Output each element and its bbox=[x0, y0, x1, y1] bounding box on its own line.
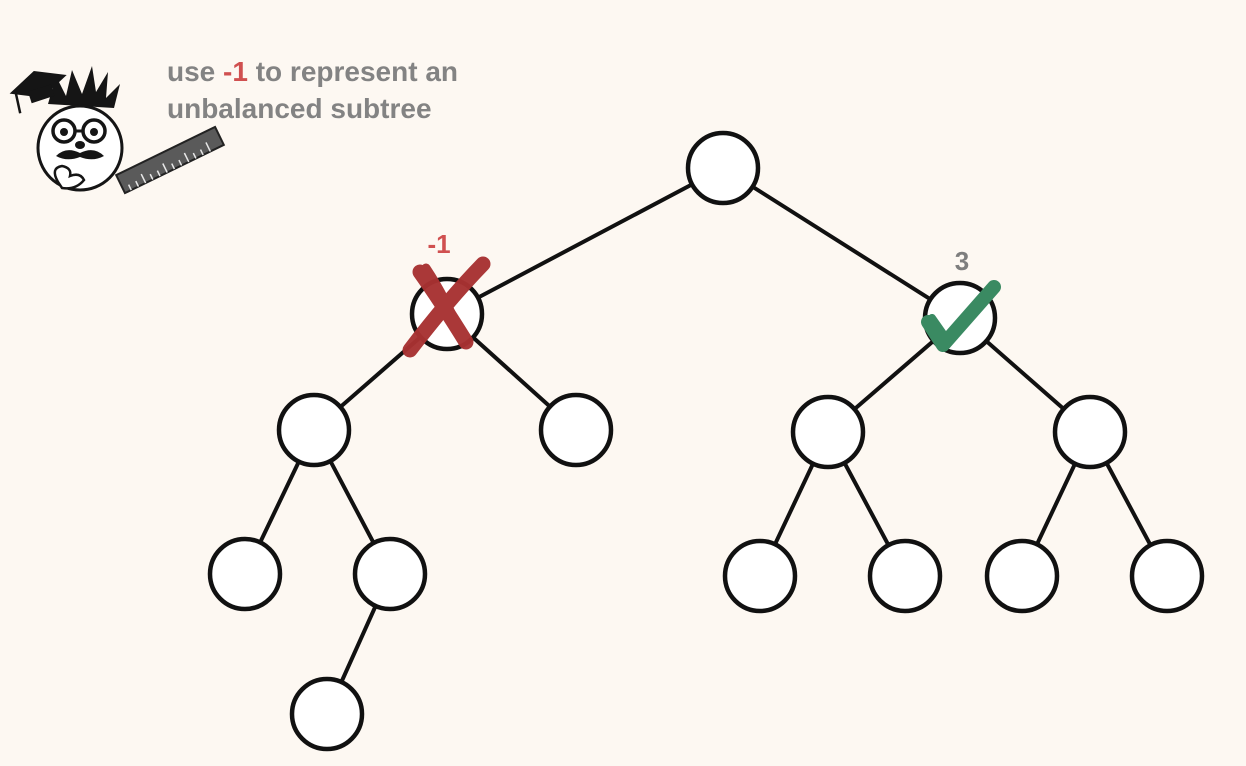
tree-node-root bbox=[685, 130, 761, 206]
professor-with-ruler-icon bbox=[9, 66, 226, 195]
left-subtree-height-label: -1 bbox=[427, 229, 450, 259]
tree-node bbox=[289, 676, 365, 752]
tree-node bbox=[984, 538, 1060, 614]
tree-edge bbox=[721, 166, 962, 320]
tree-node bbox=[722, 538, 798, 614]
caption-line1-rest: to represent an bbox=[247, 56, 458, 87]
tree-edges bbox=[243, 166, 1169, 716]
tree-node bbox=[867, 538, 943, 614]
tree-node bbox=[538, 392, 614, 468]
right-subtree-height-label: 3 bbox=[955, 246, 969, 276]
tree-node bbox=[1129, 538, 1205, 614]
tree-nodes bbox=[207, 130, 1205, 752]
tree-edge bbox=[445, 166, 725, 316]
tree-node bbox=[207, 536, 283, 612]
caption-prefix: use bbox=[167, 56, 224, 87]
cross-mark-icon bbox=[402, 256, 491, 358]
tree-node bbox=[352, 536, 428, 612]
check-mark-icon bbox=[921, 280, 1001, 352]
tree-node bbox=[276, 392, 352, 468]
caption: use -1 to represent an unbalanced subtre… bbox=[167, 53, 587, 127]
caption-highlight: -1 bbox=[223, 56, 248, 87]
tree-node bbox=[790, 394, 866, 470]
caption-line2: unbalanced subtree bbox=[167, 93, 432, 124]
tree-node bbox=[1052, 394, 1128, 470]
